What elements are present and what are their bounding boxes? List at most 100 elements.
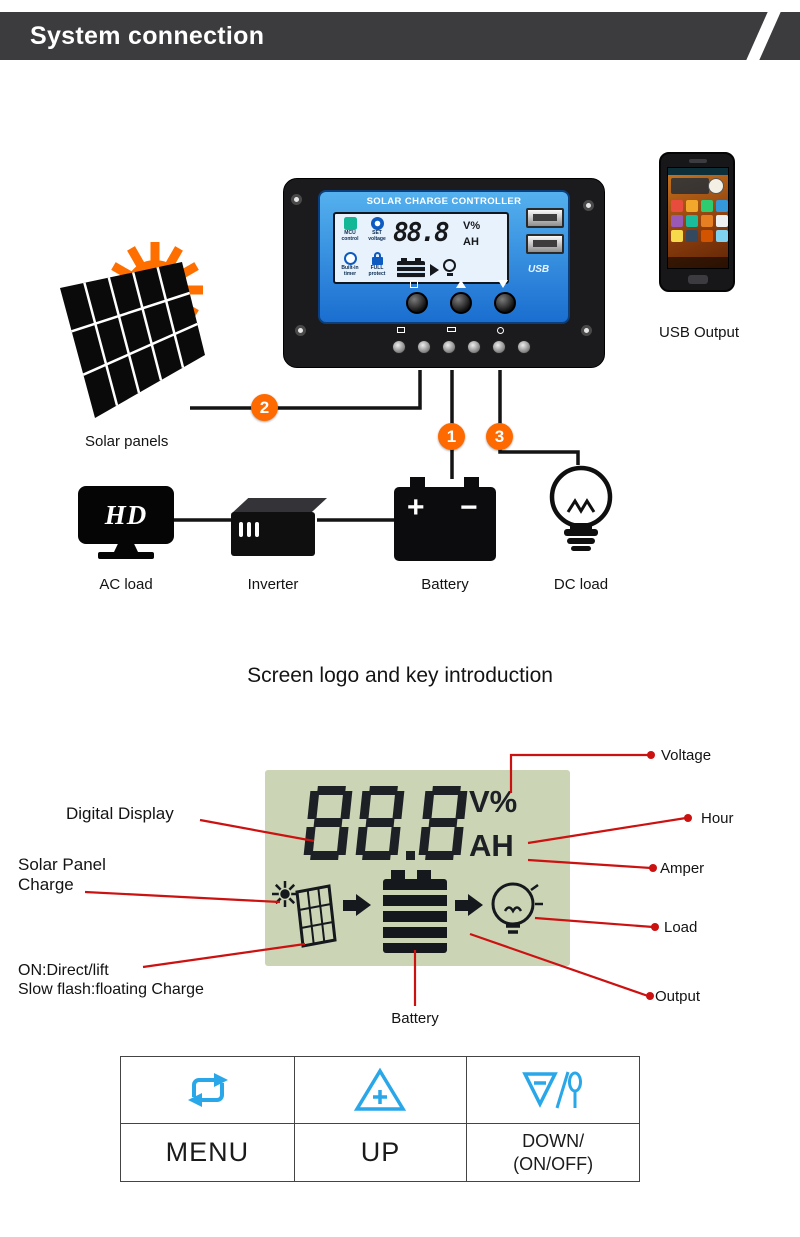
lcd-digit <box>418 786 468 860</box>
lcd-arrow-icon <box>343 900 356 911</box>
clock-icon <box>343 252 357 265</box>
inverter-label: Inverter <box>247 576 299 593</box>
mounting-hole-icon <box>291 194 302 205</box>
mounting-hole-icon <box>295 325 306 336</box>
controller-lcd: MCU control SET voltage Built-in timer F… <box>333 212 509 284</box>
inverter-front-face <box>231 512 315 556</box>
monitor-stand <box>114 543 138 552</box>
lcd-battery-cap <box>417 870 431 880</box>
menu-key-icon-cell <box>121 1057 294 1123</box>
lcd-arrow-icon <box>455 900 468 911</box>
menu-key-label: MENU <box>121 1123 294 1181</box>
usb-logo: USB <box>528 264 550 275</box>
terminal-screw <box>392 340 406 354</box>
cycle-arrows-icon <box>188 1073 229 1107</box>
battery-device-icon: + − <box>394 477 496 561</box>
usb-port-icon <box>526 208 564 228</box>
inverter-vent <box>239 522 243 537</box>
lcd-arrow-head-icon <box>468 894 483 916</box>
lcd-unit-amp-hour: AH <box>469 828 514 863</box>
lock-icon <box>371 252 384 265</box>
down-key-icon-cell <box>466 1057 639 1123</box>
callout-label-voltage: Voltage <box>661 747 712 764</box>
lcd-digit <box>303 786 353 860</box>
callout-label-digital-display: Digital Display <box>66 804 174 823</box>
ac-load-monitor-icon: HD <box>78 486 174 562</box>
lcd-battery-icon <box>383 879 447 953</box>
battery-body <box>394 487 496 561</box>
controller-title: SOLAR CHARGE CONTROLLER <box>366 196 522 207</box>
mounting-hole-icon <box>583 200 594 211</box>
triangle-plus-icon <box>354 1067 407 1111</box>
marker-2: 2 <box>251 394 278 421</box>
page-title: System connection <box>30 21 265 50</box>
inverter-vent <box>255 522 259 537</box>
callout-label-solar-panel: Solar Panel <box>18 855 106 874</box>
up-key-icon-cell <box>293 1057 467 1123</box>
header-banner: System connection <box>0 10 800 62</box>
callout-label-battery: Battery <box>391 1010 439 1027</box>
terminal-screw <box>517 340 531 354</box>
solar-panels-label: Solar panels <box>85 433 169 450</box>
terminal-load-icon <box>497 327 504 334</box>
controller-button-down <box>494 292 516 314</box>
monitor-screen: HD <box>78 486 174 544</box>
down-key-glyph-icon <box>498 280 508 288</box>
mini-arrow-icon <box>430 264 439 276</box>
solar-panel-grid <box>71 266 198 406</box>
usb-output-label: USB Output <box>659 324 740 341</box>
timer-label: Built-in timer <box>341 265 359 277</box>
phone-screen <box>667 167 729 269</box>
menu-key-glyph-icon <box>410 280 418 288</box>
battery-terminal <box>464 477 479 489</box>
inverter-vent <box>247 522 251 537</box>
terminal-solar-icon <box>397 327 405 333</box>
inverter-icon <box>231 498 327 558</box>
phone-dock <box>668 257 728 268</box>
lcd-arrow-head-icon <box>356 894 371 916</box>
terminal-screw <box>417 340 431 354</box>
up-key-label: UP <box>293 1123 467 1181</box>
terminal-screw <box>442 340 456 354</box>
callout-label-on-mode: ON:Direct/lift <box>18 962 109 979</box>
solar-panel-illustration <box>60 242 205 418</box>
battery-terminal <box>410 477 425 489</box>
ac-load-label: AC load <box>99 576 153 593</box>
down-key-label: DOWN/ (ON/OFF) <box>466 1123 639 1181</box>
mcu-control-feature: MCU control <box>337 217 363 243</box>
controller-button-up <box>450 292 472 314</box>
controller-unit-volt: V% <box>463 220 481 232</box>
callout-label-slow-flash: Slow flash:floating Charge <box>18 981 204 998</box>
smartphone <box>659 152 735 292</box>
battery-plus-sign: + <box>407 491 425 524</box>
timer-feature: Built-in timer <box>337 252 363 278</box>
callout-label-hour: Hour <box>701 810 734 827</box>
marker-3: 3 <box>486 423 513 450</box>
solar-panel-face <box>60 262 205 418</box>
home-button-icon <box>688 275 708 284</box>
triangle-slash-spoon-icon <box>522 1071 583 1109</box>
battery-device-label: Battery <box>421 576 469 593</box>
gear-icon <box>370 217 384 230</box>
lcd-unit-volt-percent: V% <box>469 784 518 819</box>
section-heading: Screen logo and key introduction <box>247 664 553 687</box>
protect-feature: FULL protect <box>364 252 390 278</box>
charge-controller: SOLAR CHARGE CONTROLLER MCU control SET … <box>283 178 605 368</box>
terminal-screw <box>492 340 506 354</box>
usb-port-icon <box>526 234 564 254</box>
mini-bulb-base <box>447 273 453 276</box>
mini-bulb-icon <box>443 259 456 272</box>
controller-button-menu <box>406 292 428 314</box>
mounting-hole-icon <box>581 325 592 336</box>
lcd-screen: 88.8 V% AH <box>265 770 570 966</box>
battery-minus-sign: − <box>460 491 478 524</box>
app-grid <box>671 200 728 242</box>
key-table: MENU UP DOWN/ (ON/OFF) <box>120 1056 640 1182</box>
lcd-decimal-point <box>406 851 415 860</box>
lcd-bulb-icon <box>491 882 543 934</box>
lcd-solar-icon <box>272 881 337 948</box>
callout-label-amper: Amper <box>660 860 705 877</box>
terminal-battery-icon <box>447 327 456 332</box>
set-voltage-feature: SET voltage <box>364 217 390 243</box>
